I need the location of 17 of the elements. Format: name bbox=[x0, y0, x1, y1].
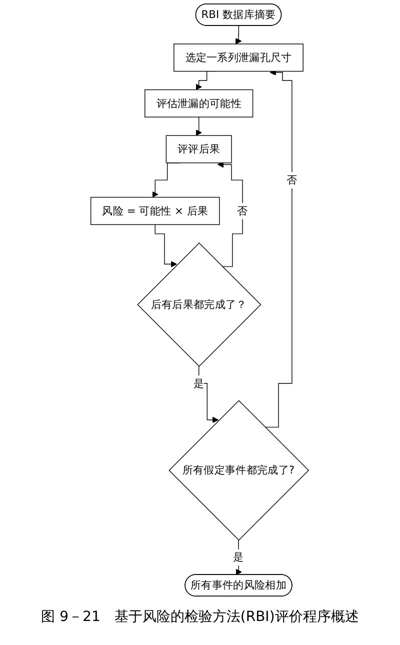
node-box: 风险 = 可能性 × 后果 bbox=[90, 196, 220, 225]
arrow bbox=[236, 26, 242, 44]
node-box: 评估泄漏的可能性 bbox=[144, 89, 254, 118]
node-diamond: 后有后果都完成了？ bbox=[137, 242, 262, 367]
arrow bbox=[155, 224, 178, 268]
arrow bbox=[264, 69, 293, 428]
node-box: 评评后果 bbox=[166, 135, 232, 164]
node-box: 选定一系列泄漏孔尺寸 bbox=[174, 44, 304, 72]
edge-label: 否 bbox=[286, 173, 298, 186]
arrow bbox=[198, 366, 219, 423]
arrow bbox=[196, 116, 202, 136]
figure-caption: 图 9－21 基于风险的检验方法(RBI)评价程序概述 bbox=[41, 608, 359, 626]
edge-label: 是 bbox=[194, 376, 204, 390]
arrow bbox=[218, 161, 244, 267]
edge-label: 否 bbox=[237, 204, 248, 218]
edge-label: 是 bbox=[233, 550, 244, 564]
node-diamond: 所有假定事件都完成了? bbox=[168, 400, 310, 541]
